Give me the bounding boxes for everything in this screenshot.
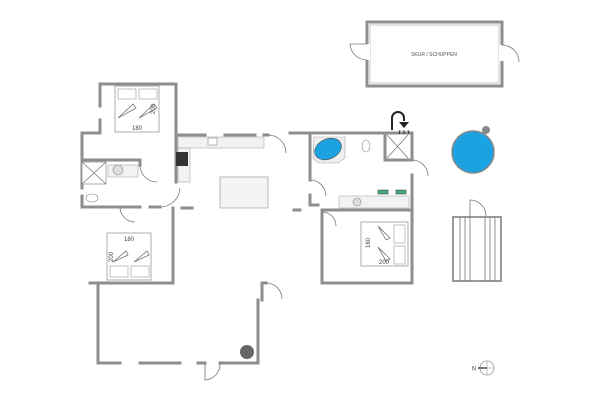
- compass-label: N: [472, 367, 476, 373]
- compass-icon: N: [472, 360, 495, 376]
- bed-top-left: 180 200: [114, 85, 160, 133]
- bed-bottom-left: 180 200: [106, 232, 152, 281]
- bathroom-right: [312, 111, 410, 209]
- bed-width: 160: [366, 237, 372, 248]
- bed-width: 180: [132, 126, 143, 132]
- bathroom-left: [81, 161, 139, 203]
- toilet-icon: [361, 139, 371, 153]
- kitchen: [176, 136, 269, 209]
- bed-width: 180: [124, 237, 135, 243]
- toilet-icon: [85, 193, 99, 203]
- fireplace-icon: [240, 345, 254, 359]
- doors: [119, 134, 429, 381]
- bed-right: 160 200: [360, 221, 409, 267]
- shed-label: SKUR / SCHUPPEN: [411, 52, 457, 58]
- bed-length: 200: [151, 103, 157, 114]
- bed-length: 200: [109, 251, 115, 262]
- hot-tub: [451, 126, 495, 174]
- bathtub-icon: [314, 137, 342, 161]
- shed: SKUR / SCHUPPEN: [349, 20, 520, 88]
- stove-icon: [176, 152, 188, 166]
- annex: [452, 199, 502, 282]
- bed-length: 200: [379, 260, 390, 266]
- walls: [80, 82, 414, 365]
- kitchen-island: [219, 176, 269, 209]
- shower-icon: [391, 111, 405, 130]
- sink-icon: [207, 137, 218, 146]
